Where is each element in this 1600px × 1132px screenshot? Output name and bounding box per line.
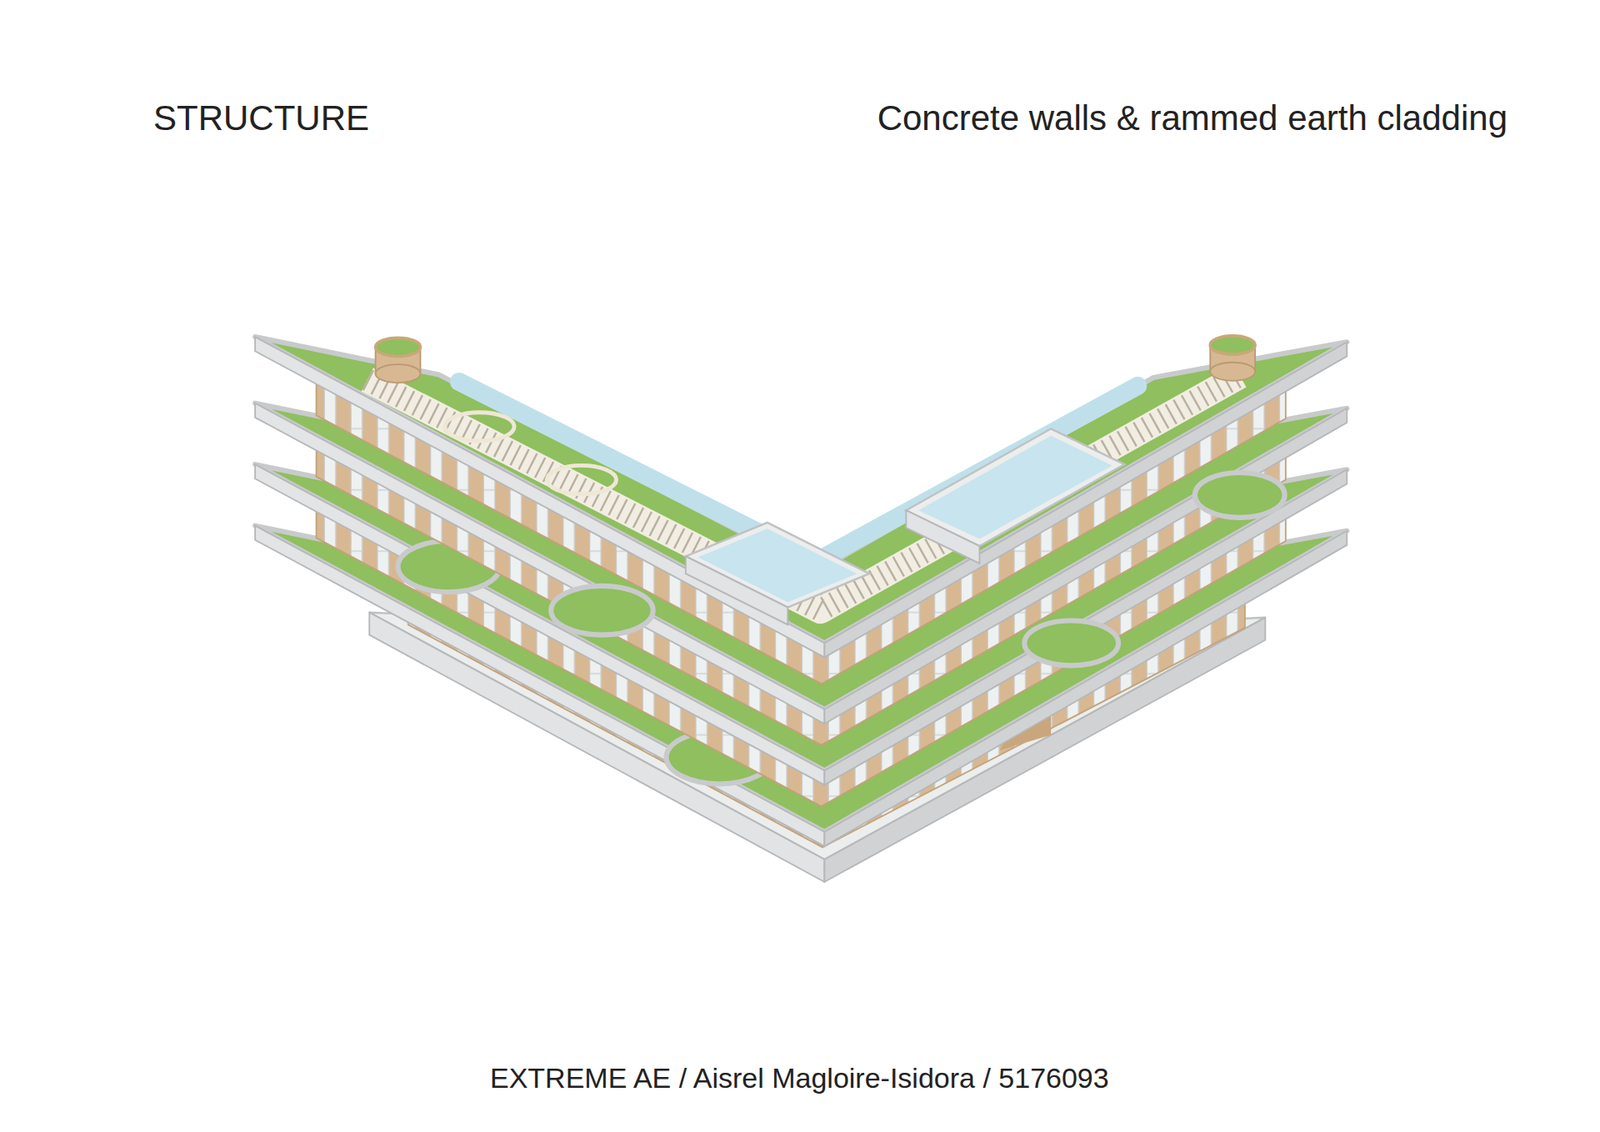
subtitle-label: Concrete walls & rammed earth cladding <box>877 98 1508 139</box>
page-title: STRUCTURE <box>153 98 370 139</box>
caption: EXTREME AE / Aisrel Magloire-Isidora / 5… <box>490 1061 1110 1095</box>
